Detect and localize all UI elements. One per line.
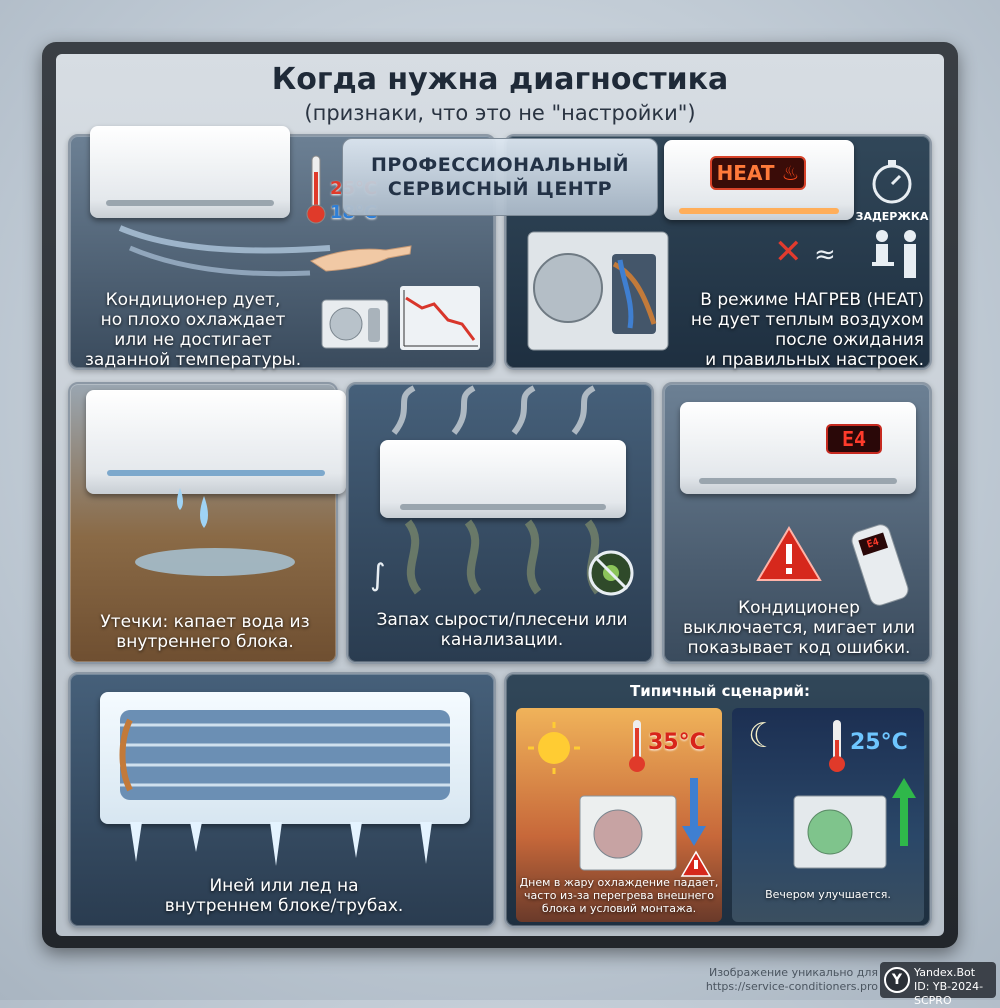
watermark-text: Изображение уникально для https://servic… xyxy=(705,966,878,993)
thermometer-hot-icon xyxy=(629,720,645,772)
watermark-brand: Yandex.Bot ID: YB-2024-SCPRO xyxy=(914,966,984,1007)
ice-caption: Иней или лед на внутреннем блоке/трубах. xyxy=(164,876,404,916)
arrow-down-icon xyxy=(682,778,706,846)
falling-chart-icon xyxy=(400,286,480,350)
thermometer-icon xyxy=(306,155,326,224)
night-temp: 25°C xyxy=(850,730,908,755)
thermometer-cool-icon xyxy=(829,720,845,772)
water-puddle-graphic xyxy=(135,548,295,576)
indoor-unit-heat-image: HEAT ♨ xyxy=(664,140,854,220)
indoor-unit-image xyxy=(90,126,290,218)
hand-icon xyxy=(309,245,412,272)
heat-display: HEAT ♨ xyxy=(710,156,806,190)
outdoor-unit-night-image xyxy=(793,795,887,869)
no-mold-icon xyxy=(588,550,634,596)
frozen-coil-graphic xyxy=(119,710,450,800)
panel-error: E4 E4 Кондиционер выключается, мигает ил… xyxy=(662,382,932,664)
arrow-up-icon xyxy=(892,778,916,846)
people-waiting-icon xyxy=(872,230,916,278)
warning-icon xyxy=(756,526,822,581)
nose-icon: ∫ xyxy=(370,558,386,593)
error-display: E4 xyxy=(826,424,882,454)
sun-icon xyxy=(528,722,580,774)
moon-icon: ☾ xyxy=(748,716,779,756)
airflow-graphic xyxy=(118,225,331,277)
outdoor-unit-hot-image xyxy=(579,795,677,871)
cooling-caption: Кондиционер дует, но плохо охлаждает или… xyxy=(84,290,302,370)
page-title: Когда нужна диагностика xyxy=(271,62,729,97)
heating-caption: В режиме НАГРЕВ (HEAT) не дует теплым во… xyxy=(690,290,924,370)
yandex-logo-icon: Y xyxy=(884,967,910,993)
service-center-badge: ПРОФЕССИОНАЛЬНЫЙ СЕРВИСНЫЙ ЦЕНТР xyxy=(342,138,658,216)
warning-small-icon xyxy=(680,850,712,877)
panel-leak: Утечки: капает вода из внутреннего блока… xyxy=(68,382,346,664)
day-scene: 35°C Днем в жару охлаждение падает, част… xyxy=(516,708,722,922)
day-temp: 35°C xyxy=(648,730,706,755)
leaking-unit-image xyxy=(86,390,346,494)
remote-display: E4 xyxy=(858,532,889,556)
cross-icon: ✕ xyxy=(774,232,803,272)
leak-caption: Утечки: капает вода из внутреннего блока… xyxy=(100,612,310,652)
error-caption: Кондиционер выключается, мигает или пока… xyxy=(682,598,916,658)
delay-label: ЗАДЕРЖКА xyxy=(855,210,929,223)
indoor-unit-smell-image xyxy=(380,440,626,518)
panel-scenario: Типичный сценарий: 35°C Днем в xyxy=(504,672,932,928)
water-drops-graphic xyxy=(177,488,208,528)
flame-icon: ♨ xyxy=(781,161,800,185)
outdoor-unit-cutaway-image xyxy=(527,231,669,351)
frozen-unit-image xyxy=(100,692,470,824)
page-subtitle: (признаки, что это не "настройки") xyxy=(304,101,696,125)
day-caption: Днем в жару охлаждение падает, часто из-… xyxy=(519,876,719,915)
panel-ice: Иней или лед на внутреннем блоке/трубах. xyxy=(68,672,496,928)
stopwatch-icon xyxy=(872,160,912,204)
smell-waves-graphic xyxy=(391,385,596,435)
panel-smell: ∫ Запах сырости/плесени или канализации. xyxy=(346,382,654,664)
moldy-air-graphic xyxy=(404,519,602,595)
night-caption: Вечером улучшается. xyxy=(765,888,891,901)
outdoor-unit-icon xyxy=(321,299,389,349)
remote-control: E4 xyxy=(848,521,912,609)
scenario-title: Типичный сценарий: xyxy=(630,682,810,700)
indoor-unit-error-image: E4 xyxy=(680,402,916,494)
wind-icon: ≈ xyxy=(814,240,836,270)
smell-caption: Запах сырости/плесени или канализации. xyxy=(376,610,628,650)
night-scene: ☾ 25°C Вечером улучшается. xyxy=(732,708,924,922)
icicles-graphic xyxy=(130,822,432,866)
